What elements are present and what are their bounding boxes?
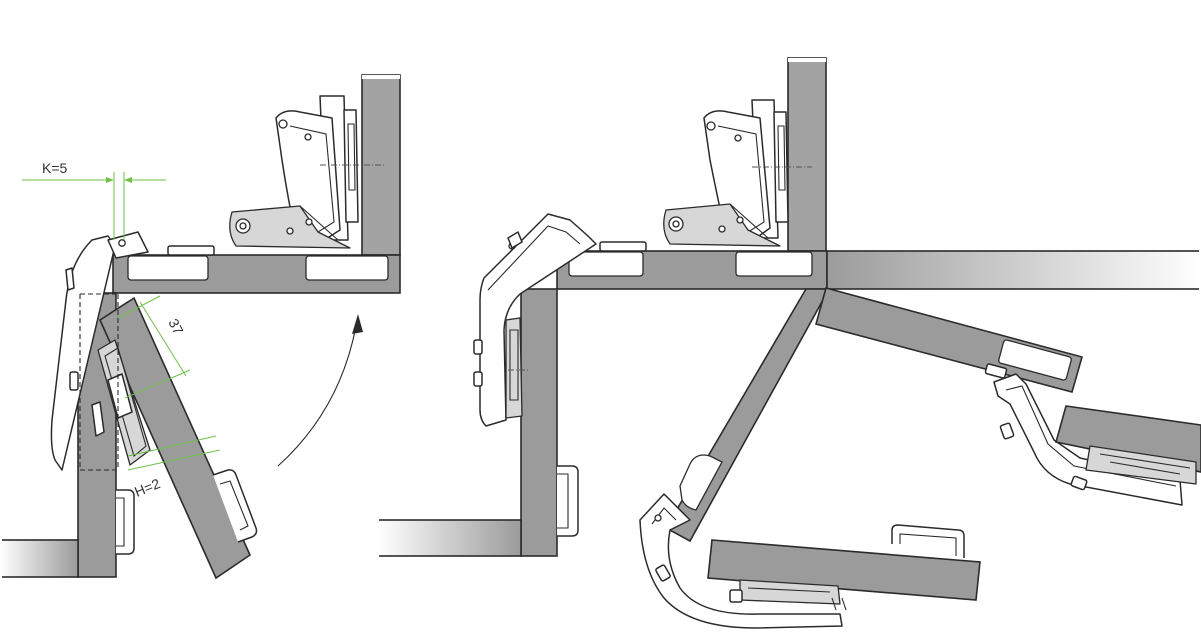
left-cabinet-bottom: [0, 539, 79, 578]
right-cup-recess-1: [568, 251, 644, 277]
left-cup-recess-1: [127, 255, 209, 281]
left-closed-hinge: [229, 95, 359, 249]
right-cabinet-side: [520, 288, 558, 557]
depth-dimension: 37: [117, 295, 191, 399]
k-dimension-label: K=5: [42, 160, 68, 176]
left-cup-recess-2: [305, 255, 389, 281]
right-corner-hinge: [473, 213, 597, 427]
right-door-rotated-far: [1055, 405, 1201, 473]
depth-dimension-label: 37: [165, 316, 187, 337]
right-extended-panel: [826, 250, 1201, 290]
left-dashed-reference: [79, 293, 119, 471]
right-door-flat: [707, 539, 981, 601]
right-door-partially-open: [815, 287, 1083, 393]
right-cabinet-side-wall-top: [787, 57, 827, 252]
h-dimension-label: H=2: [132, 475, 162, 500]
opening-direction-arrow-icon: [277, 314, 363, 467]
right-cabinet-bottom: [377, 519, 522, 557]
right-cup-recess-2: [735, 251, 813, 277]
right-diagram: [377, 57, 1201, 629]
right-closed-hinge: [663, 99, 789, 247]
right-flat-hinge: [639, 493, 843, 629]
k-dimension: K=5: [22, 160, 166, 240]
left-diagram: K=5 37 H=2: [0, 74, 401, 580]
left-open-door: [98, 296, 252, 580]
